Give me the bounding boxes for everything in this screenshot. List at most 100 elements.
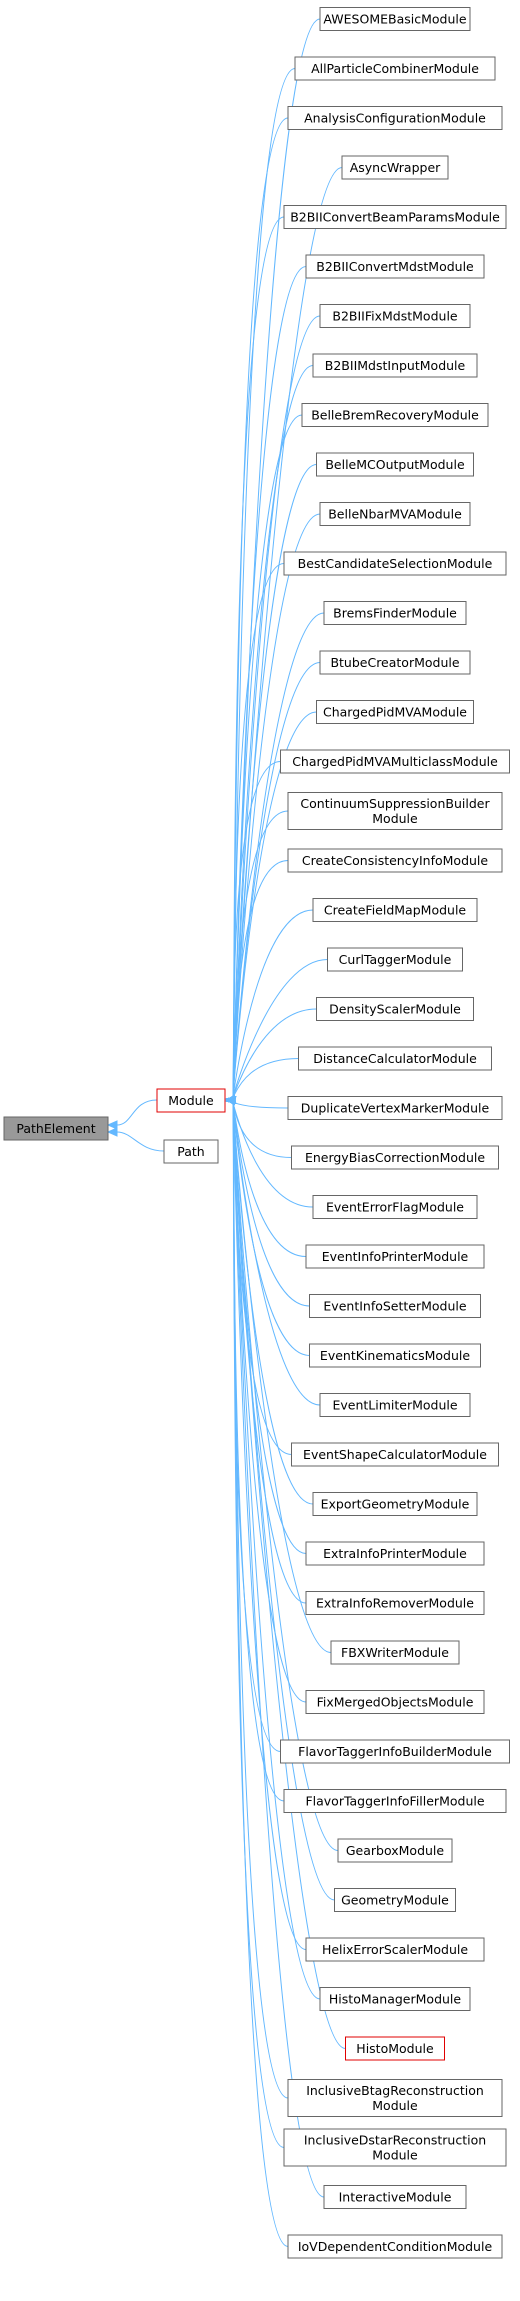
inheritance-edge	[232, 909, 314, 1098]
node-child[interactable]: InteractiveModule	[323, 2185, 467, 2209]
node-box	[287, 106, 503, 130]
node-path[interactable]: Path	[163, 1139, 219, 1164]
node-child[interactable]: AnalysisConfigurationModule	[287, 106, 503, 130]
node-label: CreateConsistencyInfoModule	[302, 853, 489, 868]
node-box	[319, 7, 471, 31]
node-box	[319, 502, 471, 526]
node-child[interactable]: BtubeCreatorModule	[319, 650, 471, 675]
node-child[interactable]: HelixErrorScalerModule	[305, 1937, 485, 1962]
node-child[interactable]: ExtraInfoRemoverModule	[305, 1591, 485, 1615]
node-child[interactable]: DuplicateVertexMarkerModule	[287, 1096, 503, 1120]
node-label: EventErrorFlagModule	[326, 1200, 464, 1215]
node-child[interactable]: B2BIIConvertMdstModule	[305, 254, 485, 279]
node-box	[312, 353, 478, 378]
node-child[interactable]: BestCandidateSelectionModule	[283, 551, 507, 576]
node-child[interactable]: ChargedPidMVAModule	[316, 700, 474, 724]
node-child[interactable]: DensityScalerModule	[316, 997, 474, 1021]
node-child[interactable]: ChargedPidMVAMulticlassModule	[280, 749, 510, 774]
node-child[interactable]: FlavorTaggerInfoBuilderModule	[280, 1739, 510, 1764]
node-child[interactable]: AWESOMEBasicModule	[319, 7, 471, 31]
node-child[interactable]: BelleMCOutputModule	[316, 452, 474, 477]
node-label: AllParticleCombinerModule	[311, 61, 479, 76]
node-label: BestCandidateSelectionModule	[298, 556, 493, 571]
node-child[interactable]: EventLimiterModule	[319, 1393, 471, 1417]
node-label: Path	[177, 1144, 204, 1159]
node-box	[319, 1987, 471, 2011]
node-child[interactable]: EventShapeCalculatorModule	[291, 1442, 499, 1467]
node-box	[298, 1046, 492, 1071]
node-box	[283, 205, 507, 229]
node-box	[305, 1244, 485, 1269]
node-label: InteractiveModule	[339, 2190, 452, 2205]
node-box	[287, 2079, 503, 2117]
node-box	[316, 997, 474, 1021]
node-box	[287, 1096, 503, 1120]
inheritance-edge	[232, 860, 289, 1098]
node-child[interactable]: CreateFieldMapModule	[312, 898, 478, 922]
node-child[interactable]: CreateConsistencyInfoModule	[287, 848, 503, 873]
node-label: EventKinematicsModule	[320, 1348, 470, 1363]
node-label: EventLimiterModule	[332, 1398, 457, 1413]
node-child[interactable]: FlavorTaggerInfoFillerModule	[283, 1789, 507, 1813]
node-child[interactable]: HistoModule	[345, 2036, 445, 2061]
node-child[interactable]: GeometryModule	[334, 1888, 456, 1912]
node-box	[287, 848, 503, 873]
inheritance-edge	[232, 959, 328, 1098]
node-pathelement[interactable]: PathElement	[3, 1116, 109, 1141]
node-child[interactable]: B2BIIFixMdstModule	[319, 304, 471, 328]
node-label: EventInfoPrinterModule	[322, 1249, 469, 1264]
node-child[interactable]: DistanceCalculatorModule	[298, 1046, 492, 1071]
node-child[interactable]: HistoManagerModule	[319, 1987, 471, 2011]
node-child[interactable]: FBXWriterModule	[330, 1640, 460, 1665]
node-child[interactable]: ExportGeometryModule	[312, 1492, 478, 1516]
node-child[interactable]: BelleNbarMVAModule	[319, 502, 471, 526]
node-child[interactable]: EnergyBiasCorrectionModule	[291, 1145, 499, 1170]
node-child[interactable]: BremsFinderModule	[323, 601, 467, 625]
node-box	[305, 254, 485, 279]
node-box	[291, 1145, 499, 1170]
node-label: ChargedPidMVAModule	[323, 705, 467, 720]
edge-arrowhead	[224, 1094, 237, 1104]
node-box	[345, 2036, 445, 2061]
node-child[interactable]: AsyncWrapper	[341, 155, 449, 180]
node-label: ChargedPidMVAMulticlassModule	[292, 754, 498, 769]
node-box	[312, 898, 478, 922]
node-label: AsyncWrapper	[350, 160, 441, 175]
node-child[interactable]: EventInfoSetterModule	[309, 1294, 481, 1318]
node-box	[316, 452, 474, 477]
node-label: DensityScalerModule	[329, 1002, 461, 1017]
node-module[interactable]: Module	[156, 1088, 226, 1113]
inheritance-edge-module	[116, 1099, 158, 1126]
node-label: HistoManagerModule	[329, 1992, 461, 2007]
node-child[interactable]: GearboxModule	[337, 1838, 453, 1863]
node-label: GeometryModule	[341, 1893, 449, 1908]
node-label: ExtraInfoRemoverModule	[316, 1596, 474, 1611]
node-box	[305, 1690, 485, 1714]
node-child[interactable]: IoVDependentConditionModule	[287, 2234, 503, 2259]
node-label: ContinuumSuppressionBuilder	[300, 796, 490, 811]
node-label: ExportGeometryModule	[321, 1497, 470, 1512]
node-child[interactable]: FixMergedObjectsModule	[305, 1690, 485, 1714]
node-box	[301, 403, 489, 427]
node-child[interactable]: B2BIIConvertBeamParamsModule	[283, 205, 507, 229]
node-child[interactable]: EventErrorFlagModule	[312, 1195, 478, 1219]
node-label: B2BIIConvertMdstModule	[316, 259, 474, 274]
node-box	[283, 1789, 507, 1813]
node-label: CurlTaggerModule	[339, 952, 452, 967]
node-child[interactable]: ExtraInfoPrinterModule	[305, 1541, 485, 1566]
node-child[interactable]: B2BIIMdstInputModule	[312, 353, 478, 378]
node-box	[341, 155, 449, 180]
node-label: ExtraInfoPrinterModule	[323, 1546, 467, 1561]
node-child[interactable]: EventKinematicsModule	[309, 1343, 481, 1368]
node-child[interactable]: EventInfoPrinterModule	[305, 1244, 485, 1269]
node-child[interactable]: BelleBremRecoveryModule	[301, 403, 489, 427]
node-label: InclusiveDstarReconstruction	[304, 2133, 486, 2148]
node-child[interactable]: CurlTaggerModule	[327, 947, 463, 972]
edges	[106, 18, 346, 2247]
node-box	[305, 1937, 485, 1962]
node-child[interactable]: AllParticleCombinerModule	[294, 56, 496, 81]
node-box	[305, 1591, 485, 1615]
